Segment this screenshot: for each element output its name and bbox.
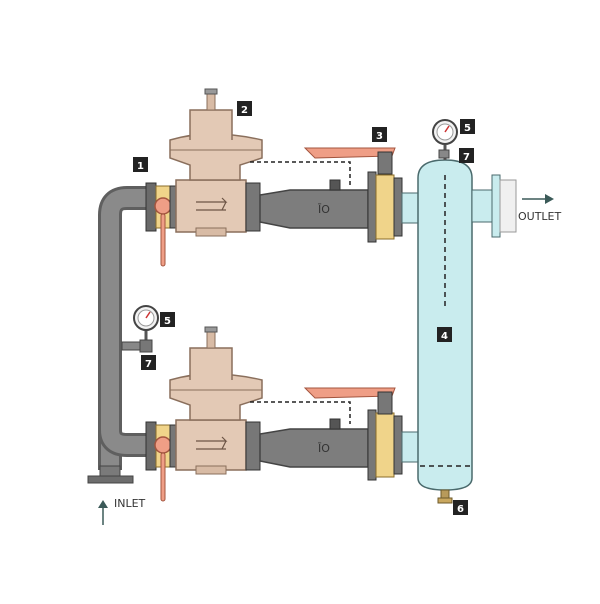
marker-7-tank: 7 <box>459 148 474 163</box>
marker-5-tank: 5 <box>460 119 475 134</box>
marker-4: 4 <box>437 327 452 342</box>
separator-tank <box>401 119 517 504</box>
svg-text:7: 7 <box>145 359 152 370</box>
lower-regulator-line: ĪO <box>145 326 403 502</box>
marker-7-riser: 7 <box>141 355 156 370</box>
marker-1: 1 <box>133 157 148 172</box>
marker-5-riser: 5 <box>160 312 175 327</box>
svg-text:1: 1 <box>137 161 144 172</box>
lower-gauge-mark: ĪO <box>318 442 330 455</box>
marker-3: 3 <box>372 127 387 142</box>
riser-pressure-gauge <box>121 305 159 353</box>
marker-6: 6 <box>453 500 468 515</box>
svg-text:4: 4 <box>441 331 448 342</box>
svg-text:5: 5 <box>164 316 171 327</box>
svg-text:2: 2 <box>241 105 248 116</box>
svg-text:3: 3 <box>376 131 383 142</box>
svg-text:5: 5 <box>464 123 471 134</box>
upper-regulator-line: ĪO <box>145 88 403 267</box>
svg-text:7: 7 <box>463 152 470 163</box>
outlet-label: OUTLET <box>518 210 562 223</box>
svg-text:6: 6 <box>457 504 464 515</box>
marker-2: 2 <box>237 101 252 116</box>
inlet-arrow <box>98 500 108 525</box>
inlet-riser-pipe <box>87 186 150 484</box>
inlet-label: INLET <box>114 497 146 510</box>
outlet-arrow <box>522 194 554 204</box>
upper-gauge-mark: ĪO <box>318 203 330 216</box>
